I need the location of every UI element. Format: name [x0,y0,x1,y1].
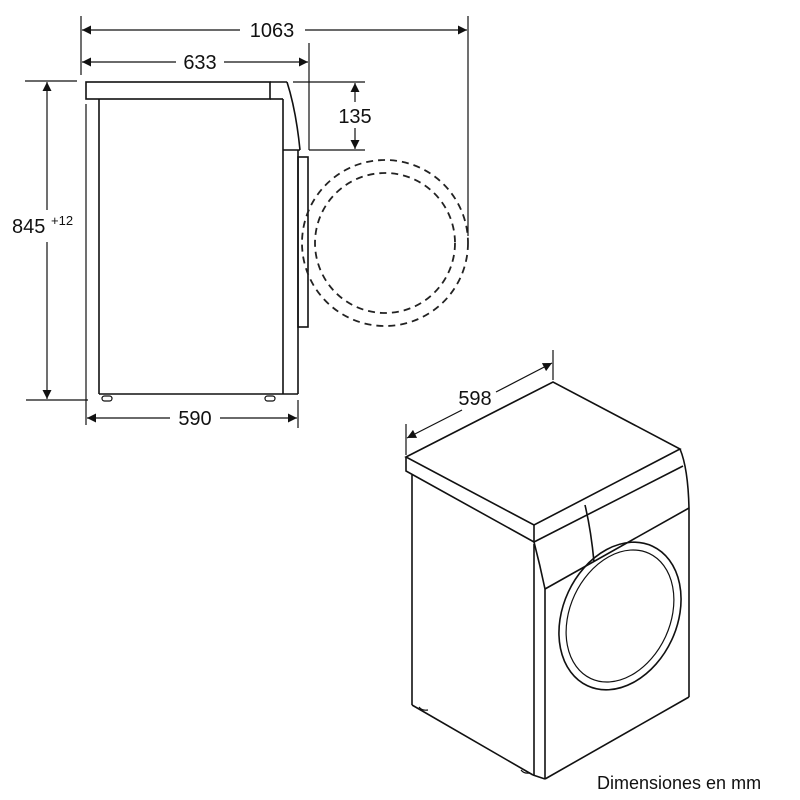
foot-icon [418,706,429,711]
isometric-view: 598 [404,350,690,780]
dim-633: 633 [82,52,308,74]
dim-label-135: 135 [338,106,371,128]
units-caption: Dimensiones en mm [597,773,762,793]
dim-label-845-tolerance: +12 [51,213,73,228]
iso-top [404,381,682,526]
iso-door-inner [565,549,675,683]
dim-1063: 1063 [82,20,467,42]
dim-590: 590 [87,408,297,430]
dim-label-598: 598 [458,388,491,410]
iso-door-outer [558,541,682,691]
foot-icon [264,395,276,402]
dim-135: 135 [338,83,372,149]
foot-icon [520,769,531,774]
side-view-body [85,81,309,425]
dim-845: 845 +12 [12,82,73,399]
dim-598: 598 [405,350,554,455]
side-view: 1063 633 135 845 +12 590 [12,16,469,430]
dim-label-590: 590 [178,408,211,430]
door-swing-outer [301,159,469,327]
door-swing-inner [314,172,456,314]
dim-label-845: 845 [12,216,45,238]
dim-label-1063: 1063 [250,20,295,42]
foot-icon [101,395,113,402]
dim-label-633: 633 [183,52,216,74]
